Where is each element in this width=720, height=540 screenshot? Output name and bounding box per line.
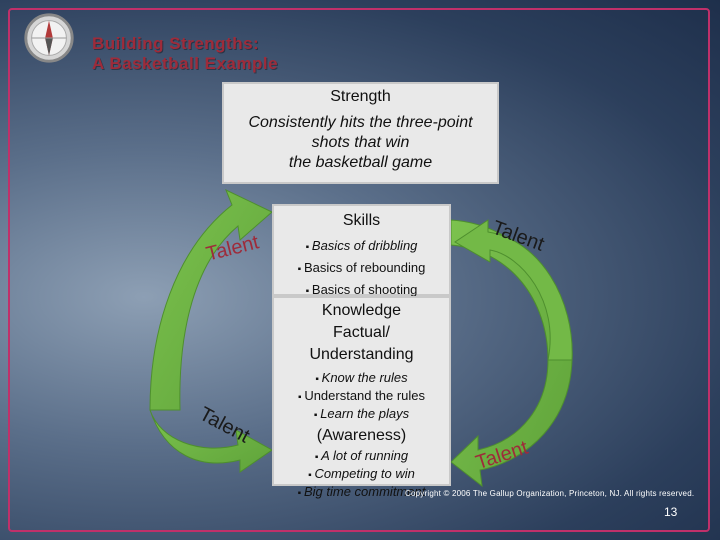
- talent-label-upper-left: Talent: [204, 231, 262, 265]
- list-item: A lot of running: [274, 448, 449, 466]
- knowledge-heading-line: Knowledge: [321, 302, 402, 319]
- strength-box: Strength Consistently hits the three-poi…: [222, 82, 499, 184]
- knowledge-box: Knowledge Factual/ Understanding Know th…: [272, 296, 451, 499]
- talent-label-lower-right: Talent: [473, 437, 531, 475]
- left-lower-arrow: [149, 409, 273, 473]
- talent-label-upper-right: Talent: [489, 217, 547, 256]
- title-line-1: Building Strengths:: [92, 34, 260, 53]
- strength-line: shots that win: [311, 134, 410, 151]
- knowledge-list: Know the rules Understand the rules Lear…: [274, 370, 449, 424]
- knowledge-heading-line: Understanding: [309, 346, 414, 363]
- list-item: Big time commitment: [274, 484, 449, 502]
- slide-title: Building Strengths: A Basketball Example: [92, 34, 278, 74]
- skills-list: Basics of dribbling Basics of rebounding…: [274, 236, 449, 302]
- knowledge-heading-line: Factual/: [333, 324, 390, 341]
- page-number: 13: [664, 505, 678, 519]
- title-line-2: A Basketball Example: [92, 54, 279, 73]
- awareness-list: A lot of running Competing to win Big ti…: [274, 448, 449, 502]
- list-item: Basics of dribbling: [274, 236, 449, 258]
- strength-description: Consistently hits the three-point shots …: [224, 113, 497, 173]
- list-item: Know the rules: [274, 370, 449, 388]
- list-item: Learn the plays: [274, 406, 449, 424]
- list-item: Basics of shooting: [274, 280, 449, 302]
- knowledge-heading: Knowledge Factual/ Understanding: [274, 300, 449, 366]
- strength-heading: Strength: [330, 88, 391, 105]
- strength-line: Consistently hits the three-point: [248, 114, 473, 131]
- list-item: Understand the rules: [274, 388, 449, 406]
- skills-heading: Skills: [342, 212, 381, 229]
- skills-box: Skills Basics of dribbling Basics of reb…: [272, 204, 451, 297]
- strength-line: the basketball game: [288, 154, 433, 171]
- compass-icon: [24, 13, 74, 63]
- awareness-heading: (Awareness): [316, 427, 407, 444]
- list-item: Basics of rebounding: [274, 258, 449, 280]
- list-item: Competing to win: [274, 466, 449, 484]
- copyright-notice: Copyright © 2006 The Gallup Organization…: [405, 489, 695, 498]
- talent-label-lower-left: Talent: [196, 403, 254, 448]
- slide-frame: [8, 8, 710, 532]
- right-upper-arrow: [454, 219, 573, 361]
